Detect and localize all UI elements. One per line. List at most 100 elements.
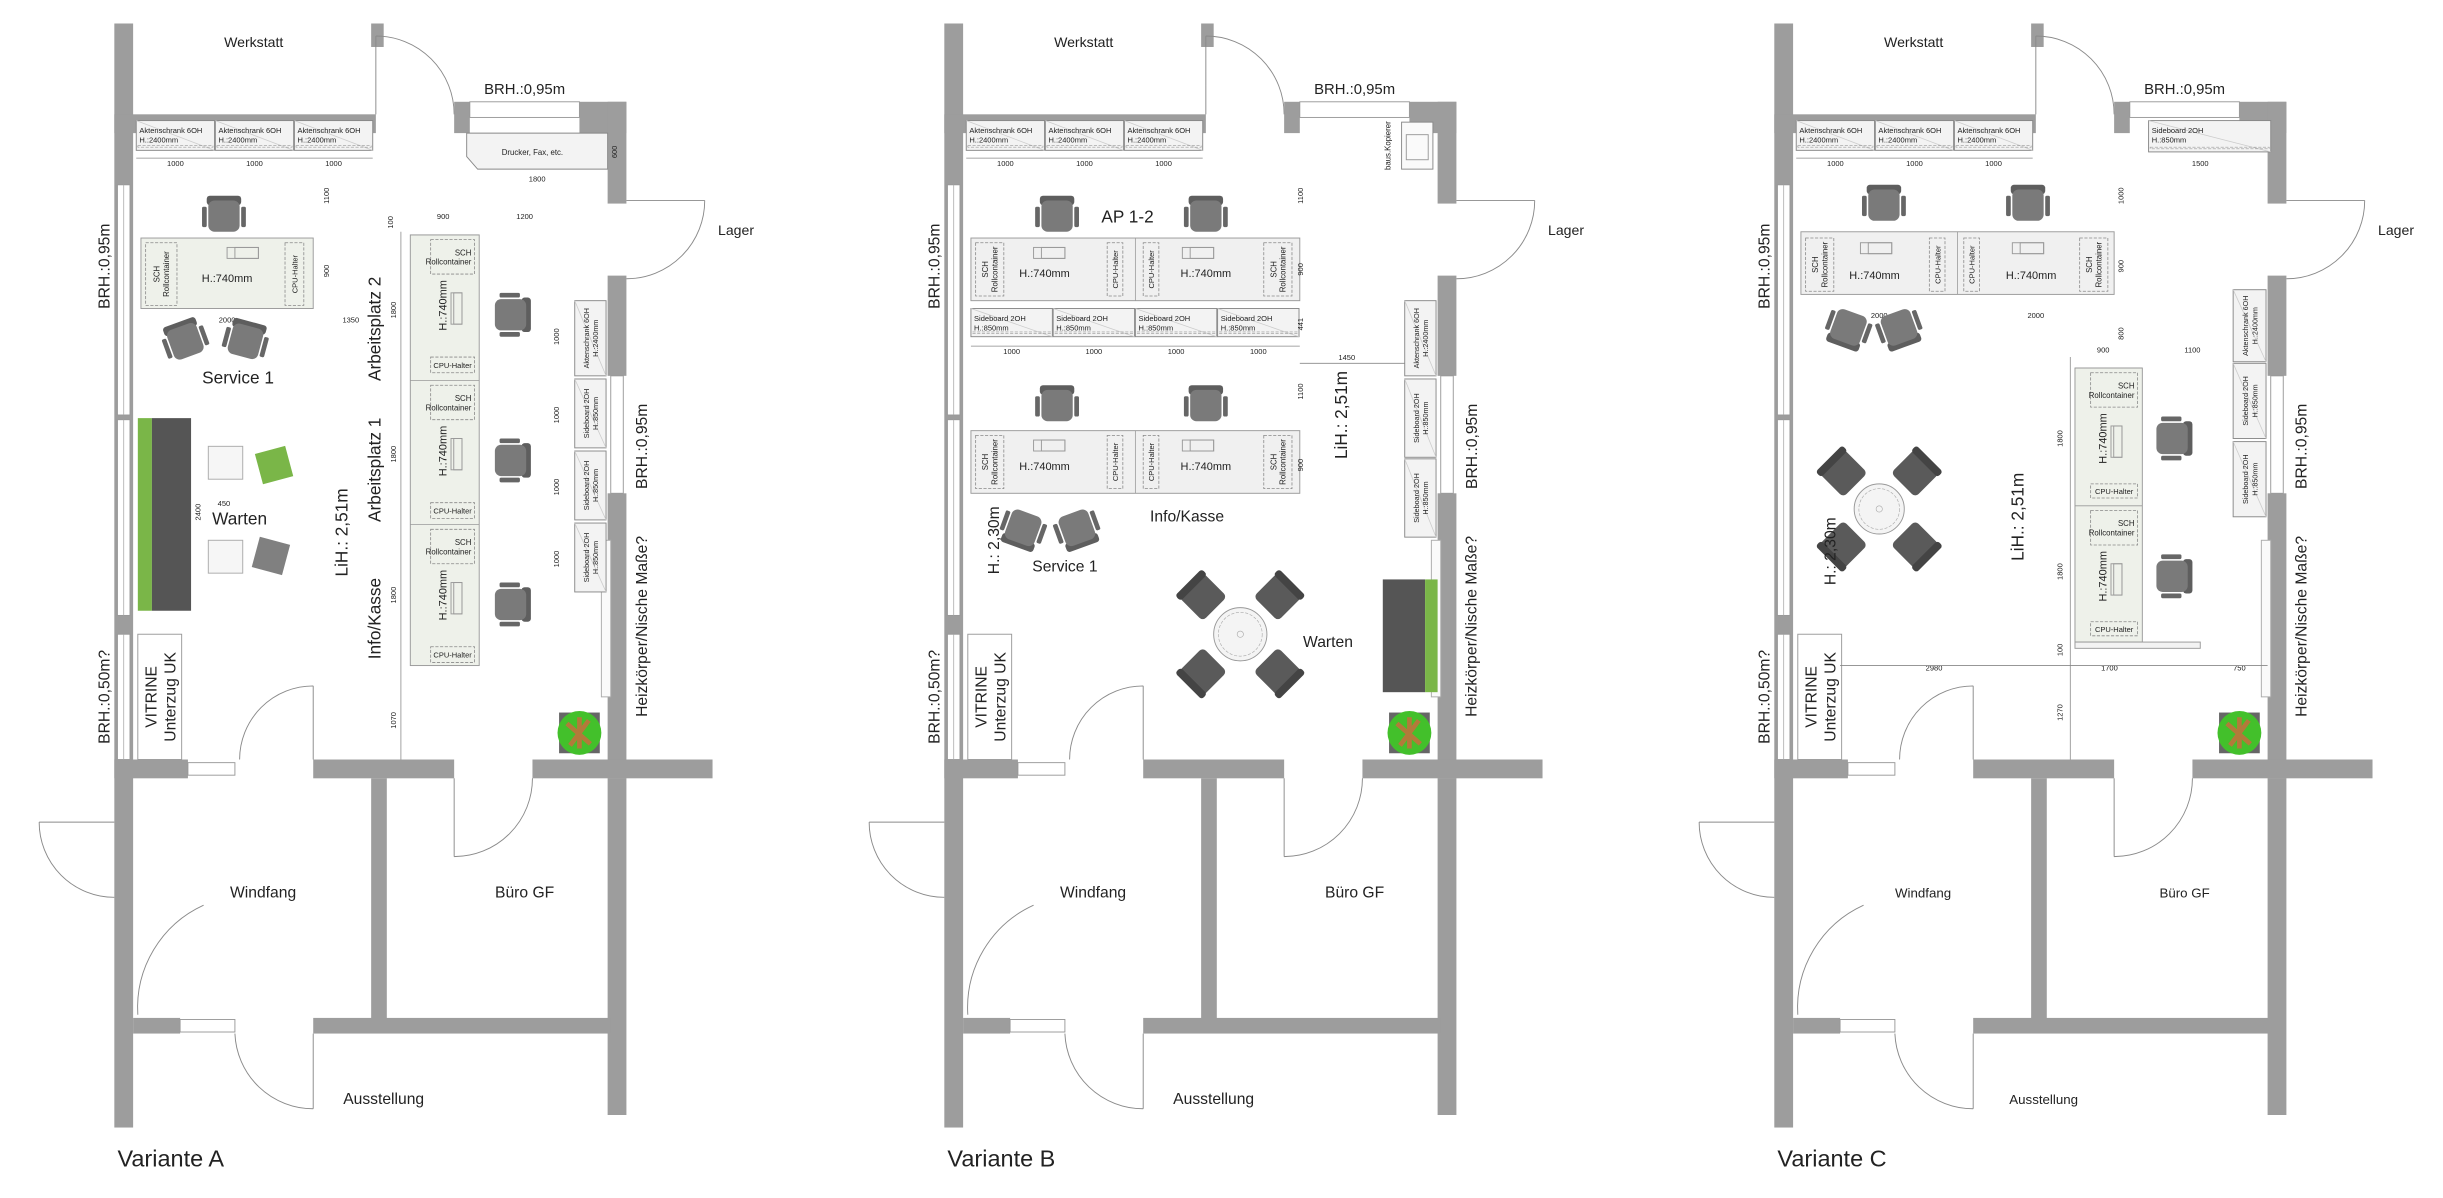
office-chair-icon (2156, 554, 2193, 599)
cabinet-type-label: Aktenschrank 6OH (2241, 296, 2250, 356)
waiting-bench (1382, 579, 1438, 693)
room-height-label: LiH.: 2,51m (332, 488, 352, 576)
cabinet-type-label: Sideboard 2OH (582, 389, 591, 439)
door-swing-buero (2113, 778, 2193, 858)
desk-height-label: H.:740mm (2097, 551, 2109, 602)
cpu-holder: CPU-Halter (1106, 434, 1124, 489)
monitor-icon (1181, 439, 1215, 452)
desk-height-label: H.:740mm (437, 570, 449, 621)
waiting-bench (137, 418, 192, 611)
room-label-werkstatt: Werkstatt (224, 34, 283, 50)
window (187, 762, 236, 776)
cabinet-height-label: H.:2400mm (1128, 136, 1167, 145)
window (1009, 1019, 1066, 1033)
door-swing-vitrine (1899, 685, 1974, 760)
window-height-label: BRH.:0,95m (97, 224, 114, 309)
office-chair-icon (1183, 195, 1228, 232)
dimension-label: 1000 (1827, 159, 1844, 168)
dimension-label: 750 (2233, 663, 2246, 672)
armchair-icon (1176, 649, 1226, 699)
door-swing-vitrine (1069, 685, 1144, 760)
dimension-label: 2400 (193, 504, 202, 521)
vitrine-box (1797, 633, 1843, 760)
rollcontainer-label: Rollcontainer (2089, 391, 2135, 400)
armchair-icon (1892, 522, 1942, 572)
cabinet-type-label: Sideboard 2OH (974, 314, 1026, 323)
cpu-holder: CPU-Halter (1142, 242, 1160, 297)
dimension-label: 1800 (2055, 563, 2064, 580)
desk-height-label: H.:740mm (437, 280, 449, 331)
wall (313, 1017, 611, 1034)
desk-height-label: H.:740mm (1019, 461, 1070, 473)
office-chair-icon (494, 292, 531, 337)
beam-label: Unterzug UK (162, 652, 179, 742)
room-label-windfang: Windfang (1895, 885, 1951, 900)
cabinet-height-label: H.:2400mm (218, 136, 257, 145)
room-label-buero: Büro GF (2159, 885, 2209, 900)
dimension-label: 600 (610, 146, 619, 159)
desk (2074, 367, 2143, 643)
monitor-screen (453, 292, 463, 325)
cabinet-type-label: Sideboard 2OH (1412, 393, 1421, 443)
door-swing-vitrine (239, 685, 314, 760)
cabinet-height-label: H.:2400mm (139, 136, 178, 145)
wall-right (607, 493, 627, 779)
door-swing-buero (453, 778, 533, 858)
room-label-lager: Lager (1548, 222, 1584, 238)
stool-gray (251, 536, 291, 576)
cabinet-height-label: H.:2400mm (1048, 136, 1087, 145)
desk-height-label: H.:740mm (437, 426, 449, 477)
cabinet-height-label: H.:850mm (1421, 481, 1430, 514)
line (1404, 300, 1437, 376)
dimension-label: 1000 (1003, 347, 1020, 356)
line (2232, 363, 2267, 439)
ceiling-height-label: H.: 2,30m (1822, 517, 1839, 585)
wall (2114, 101, 2130, 134)
room-label-ausstellung: Ausstellung (2009, 1092, 2078, 1107)
dimension-label: 1000 (2117, 187, 2126, 204)
wall-right-lower (2267, 778, 2287, 1116)
zone-label-warten: Warten (212, 509, 267, 529)
cabinet-type-label: Sideboard 2OH (582, 461, 591, 511)
office-chair-icon (1035, 385, 1079, 422)
wall (532, 759, 713, 779)
round-table (1853, 483, 1905, 535)
bench (1382, 579, 1426, 693)
armchair-icon (1176, 570, 1226, 620)
office-chair-icon (494, 438, 531, 483)
cabinet-height-label: H.:2400mm (298, 136, 337, 145)
zone-label-info-kasse: Info/Kasse (365, 578, 385, 659)
monitor-screen (1189, 439, 1215, 452)
monitor-screen (1040, 439, 1066, 452)
desk-height-label: H.:740mm (2097, 413, 2109, 464)
rollcontainer-label: Rollcontainer (1279, 439, 1288, 485)
window-height-label: BRH.:0,50m? (1757, 650, 1774, 744)
armchair-icon (1892, 446, 1942, 496)
copier-label: baus.Kopierer (1384, 121, 1393, 170)
line (574, 378, 607, 449)
monitor-screen (453, 582, 463, 615)
cabinet-height-label: H.:2400mm (1421, 320, 1430, 357)
door-swing-entrance (38, 821, 115, 898)
zone-label-service: Service 1 (1032, 559, 1097, 576)
wall (133, 1017, 181, 1034)
door-swing-inner (967, 904, 1034, 1015)
wall (2192, 759, 2373, 779)
window-height-label: BRH.:0,95m (927, 224, 944, 309)
office-chair-icon (1875, 309, 1923, 352)
dimension-label: 2980 (1926, 663, 1943, 672)
monitor-screen (234, 246, 259, 259)
cabinet-height-label: H.:850mm (2250, 384, 2259, 417)
cabinet-height-label: H.:2400mm (1799, 136, 1838, 145)
cabinet-type-label: Aktenschrank 6OH (1412, 308, 1421, 368)
cabinet-height-label: H.:850mm (591, 541, 600, 574)
cpu-holder-label: CPU-Halter (433, 651, 472, 660)
wall-middle (2031, 778, 2047, 1029)
